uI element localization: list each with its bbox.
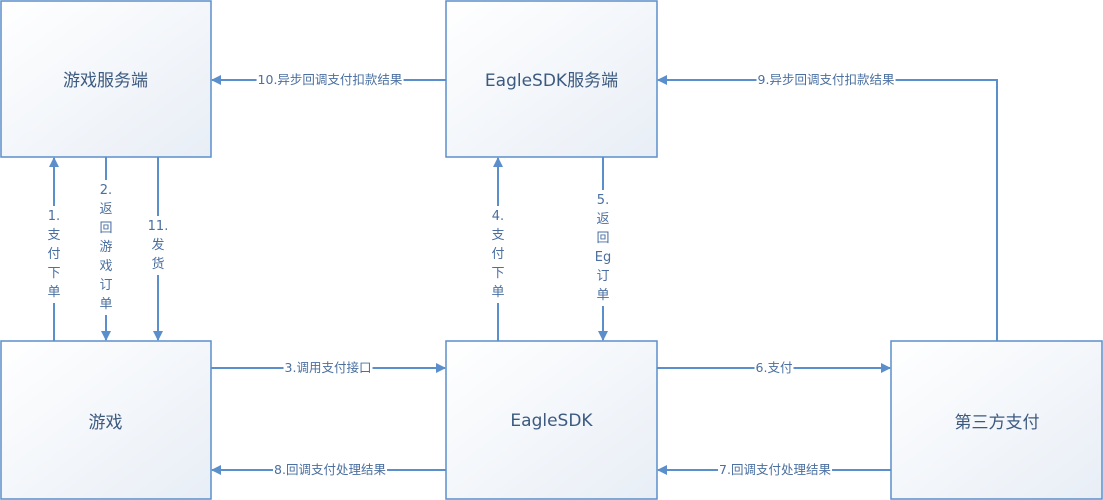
label-line: Eg [594, 250, 612, 265]
edge-label-10: 10.异步回调支付扣款结果 [256, 71, 404, 87]
edge-label-7: 7.回调支付处理结果 [718, 461, 832, 477]
label-line: 发 [151, 238, 165, 253]
label-line: 单 [491, 285, 505, 300]
label-line: 2. [99, 183, 113, 198]
edge-label-4: 4. 支付下单 [491, 206, 505, 303]
arrow-9 [657, 75, 998, 341]
label-line: 单 [47, 285, 61, 300]
label-line: 付 [491, 247, 505, 262]
label-line: 4. [491, 209, 505, 224]
label-line: 单 [99, 297, 113, 312]
label-line: 支 [491, 228, 505, 243]
edge-label-2: 2. 返回游戏订单 [99, 180, 113, 315]
box-game [0, 340, 212, 500]
label-line: 订 [99, 278, 113, 293]
edge-label-3: 3.调用支付接口 [283, 359, 373, 375]
game-server-label: 游戏服务端 [63, 71, 148, 91]
box-eagle-server [445, 0, 658, 158]
label-line: 支 [47, 228, 61, 243]
label-line: 游 [99, 240, 113, 255]
label-line: 货 [151, 257, 165, 272]
game-label: 游戏 [88, 413, 123, 433]
label-line: 单 [596, 288, 610, 303]
box-eagle-sdk [445, 340, 658, 500]
label-line: 返 [99, 202, 113, 217]
label-line: 订 [596, 269, 610, 284]
edge-label-6: 6.支付 [754, 359, 794, 375]
edge-label-9: 9.异步回调支付扣款结果 [756, 71, 896, 87]
edge-label-8: 8.回调支付处理结果 [273, 461, 387, 477]
box-third-party [890, 340, 1103, 500]
eagle-sdk-label: EagleSDK [510, 410, 593, 431]
label-line: 回 [99, 221, 113, 236]
edge-label-1: 1. 支付下单 [47, 206, 61, 303]
label-line: 戏 [99, 259, 113, 274]
label-line: 11. [147, 219, 169, 234]
label-line: 回 [596, 231, 610, 246]
label-line: 下 [47, 266, 61, 281]
label-line: 1. [47, 209, 61, 224]
third-party-label: 第三方支付 [954, 413, 1040, 433]
edge-label-5: 5. 返回 Eg 订单 [594, 190, 612, 306]
box-game-server [0, 0, 212, 158]
eagle-server-label: EagleSDK服务端 [484, 71, 619, 91]
label-line: 5. [596, 193, 610, 208]
edge-label-11: 11. 发货 [147, 216, 169, 275]
label-line: 付 [47, 247, 61, 262]
label-line: 返 [596, 212, 610, 227]
label-line: 下 [491, 266, 505, 281]
